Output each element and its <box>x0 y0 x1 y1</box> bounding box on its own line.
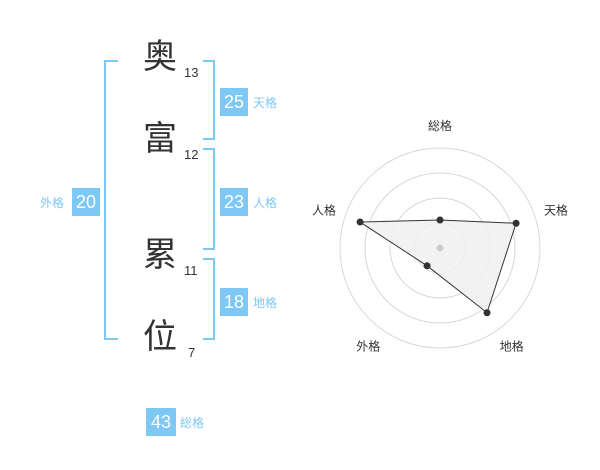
radar-point-5 <box>356 218 364 226</box>
radar-axis-label-4: 外格 <box>356 339 380 354</box>
radar-axis-label-5: 人格 <box>312 202 336 217</box>
name-char-4: 位 <box>143 317 177 357</box>
stroke-count-2: 12 <box>184 147 199 162</box>
jinkaku-label: 人格 <box>253 196 278 210</box>
name-char-3: 累 <box>143 235 177 275</box>
soukaku-value: 43 <box>146 408 176 436</box>
radar-axis-label-1: 総格 <box>428 118 452 133</box>
jinkaku-value: 23 <box>220 188 248 216</box>
tenkaku-value: 25 <box>220 88 248 116</box>
radar-center-dot <box>436 244 444 252</box>
radar-point-1 <box>436 216 444 224</box>
chikaku-label: 地格 <box>253 296 278 310</box>
gaikaku-value: 20 <box>72 188 100 216</box>
radar-point-4 <box>423 262 431 270</box>
radar-grid-ring <box>364 172 516 324</box>
gaikaku-label: 外格 <box>40 196 65 210</box>
name-char-1: 奥 <box>143 37 177 77</box>
radar-grid-ring <box>339 147 541 349</box>
chikaku-value: 18 <box>220 288 248 316</box>
radar-axis-label-3: 地格 <box>500 339 524 354</box>
radar-point-3 <box>483 309 491 317</box>
stroke-count-4: 7 <box>188 345 196 360</box>
radar-data-area <box>358 219 517 314</box>
radar-point-2 <box>512 219 520 227</box>
soukaku-label: 総格 <box>180 416 205 430</box>
name-char-2: 富 <box>143 119 177 159</box>
stroke-count-3: 11 <box>184 263 198 278</box>
stroke-count-1: 13 <box>184 65 199 80</box>
radar-axis-label-2: 天格 <box>544 202 568 217</box>
tenkaku-label: 天格 <box>253 96 278 110</box>
